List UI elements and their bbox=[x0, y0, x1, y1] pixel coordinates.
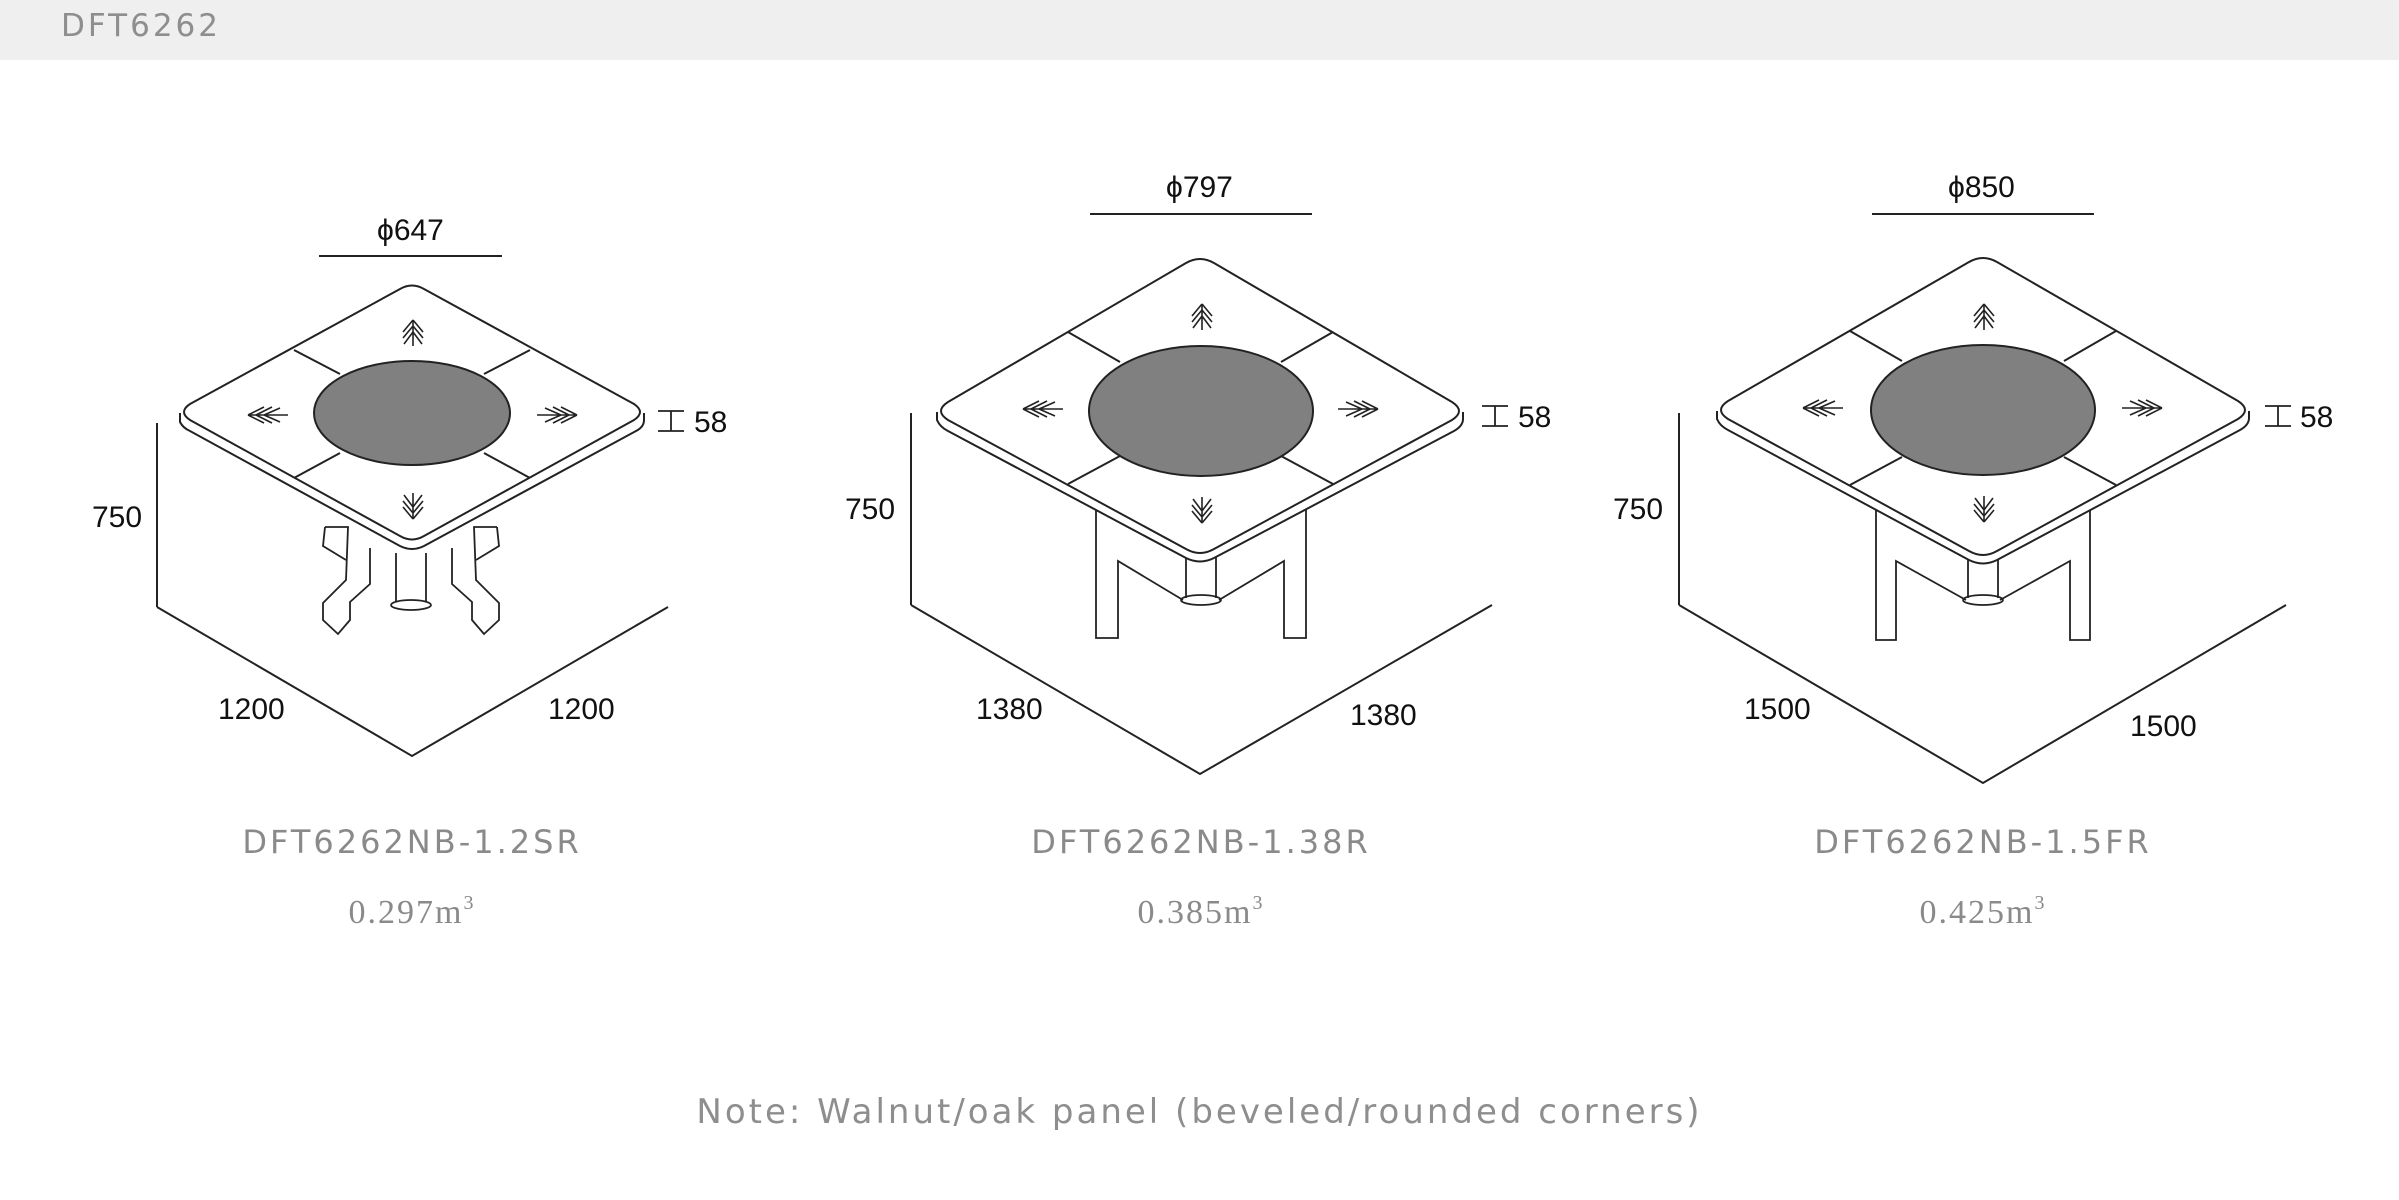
volume: 0.425m3 bbox=[1920, 892, 2047, 931]
table-1 bbox=[156, 255, 685, 758]
thickness-label: 58 bbox=[2300, 401, 2333, 434]
width-label: 1200 bbox=[218, 693, 285, 726]
dim-base-line bbox=[1678, 604, 2287, 785]
table-3 bbox=[1678, 213, 2292, 785]
diameter-label: ϕ850 bbox=[1948, 171, 2015, 204]
diameter-label: ϕ647 bbox=[377, 214, 444, 247]
thickness-label: 58 bbox=[1518, 401, 1551, 434]
header-bar: DFT6262 bbox=[0, 0, 2399, 60]
width-label: 1380 bbox=[976, 693, 1043, 726]
model-name: DFT6262NB-1.38R bbox=[1031, 823, 1370, 861]
table-2-labels: ϕ797 58 750 1380 1380 DFT6262NB-1.38R 0.… bbox=[845, 171, 1551, 931]
depth-label: 1380 bbox=[1350, 699, 1417, 732]
table-base bbox=[1875, 510, 2091, 641]
table-base bbox=[322, 526, 500, 636]
thickness-mark-icon bbox=[657, 410, 685, 432]
lazy-susan bbox=[1870, 344, 2096, 476]
lazy-susan bbox=[1088, 345, 1314, 477]
depth-label: 1200 bbox=[548, 693, 615, 726]
material-note: Note: Walnut/oak panel (beveled/rounded … bbox=[696, 1092, 1703, 1132]
diameter-label: ϕ797 bbox=[1166, 171, 1233, 204]
page-title: DFT6262 bbox=[61, 8, 221, 44]
width-label: 1500 bbox=[1744, 693, 1811, 726]
table-base bbox=[1095, 510, 1307, 639]
height-label: 750 bbox=[1613, 493, 1663, 526]
panel-seams bbox=[1849, 330, 2117, 486]
dim-base-line bbox=[156, 606, 669, 758]
model-name: DFT6262NB-1.5FR bbox=[1814, 823, 2151, 861]
volume: 0.385m3 bbox=[1138, 892, 1265, 931]
panel-seams bbox=[1067, 331, 1334, 485]
depth-label: 1500 bbox=[2130, 710, 2197, 743]
height-label: 750 bbox=[92, 501, 142, 534]
height-label: 750 bbox=[845, 493, 895, 526]
dim-base-line bbox=[910, 604, 1493, 776]
model-name: DFT6262NB-1.2SR bbox=[242, 823, 581, 861]
table-2 bbox=[910, 213, 1509, 776]
volume: 0.297m3 bbox=[349, 892, 476, 931]
table-1-labels: ϕ647 58 750 1200 1200 DFT6262NB-1.2SR 0.… bbox=[92, 214, 727, 931]
thickness-mark-icon bbox=[1481, 405, 1509, 427]
thickness-label: 58 bbox=[694, 406, 727, 439]
thickness-mark-icon bbox=[2264, 405, 2292, 427]
panel-seams bbox=[293, 349, 531, 479]
table-3-labels: ϕ850 58 750 1500 1500 DFT6262NB-1.5FR 0.… bbox=[1613, 171, 2333, 931]
lazy-susan bbox=[313, 360, 511, 466]
